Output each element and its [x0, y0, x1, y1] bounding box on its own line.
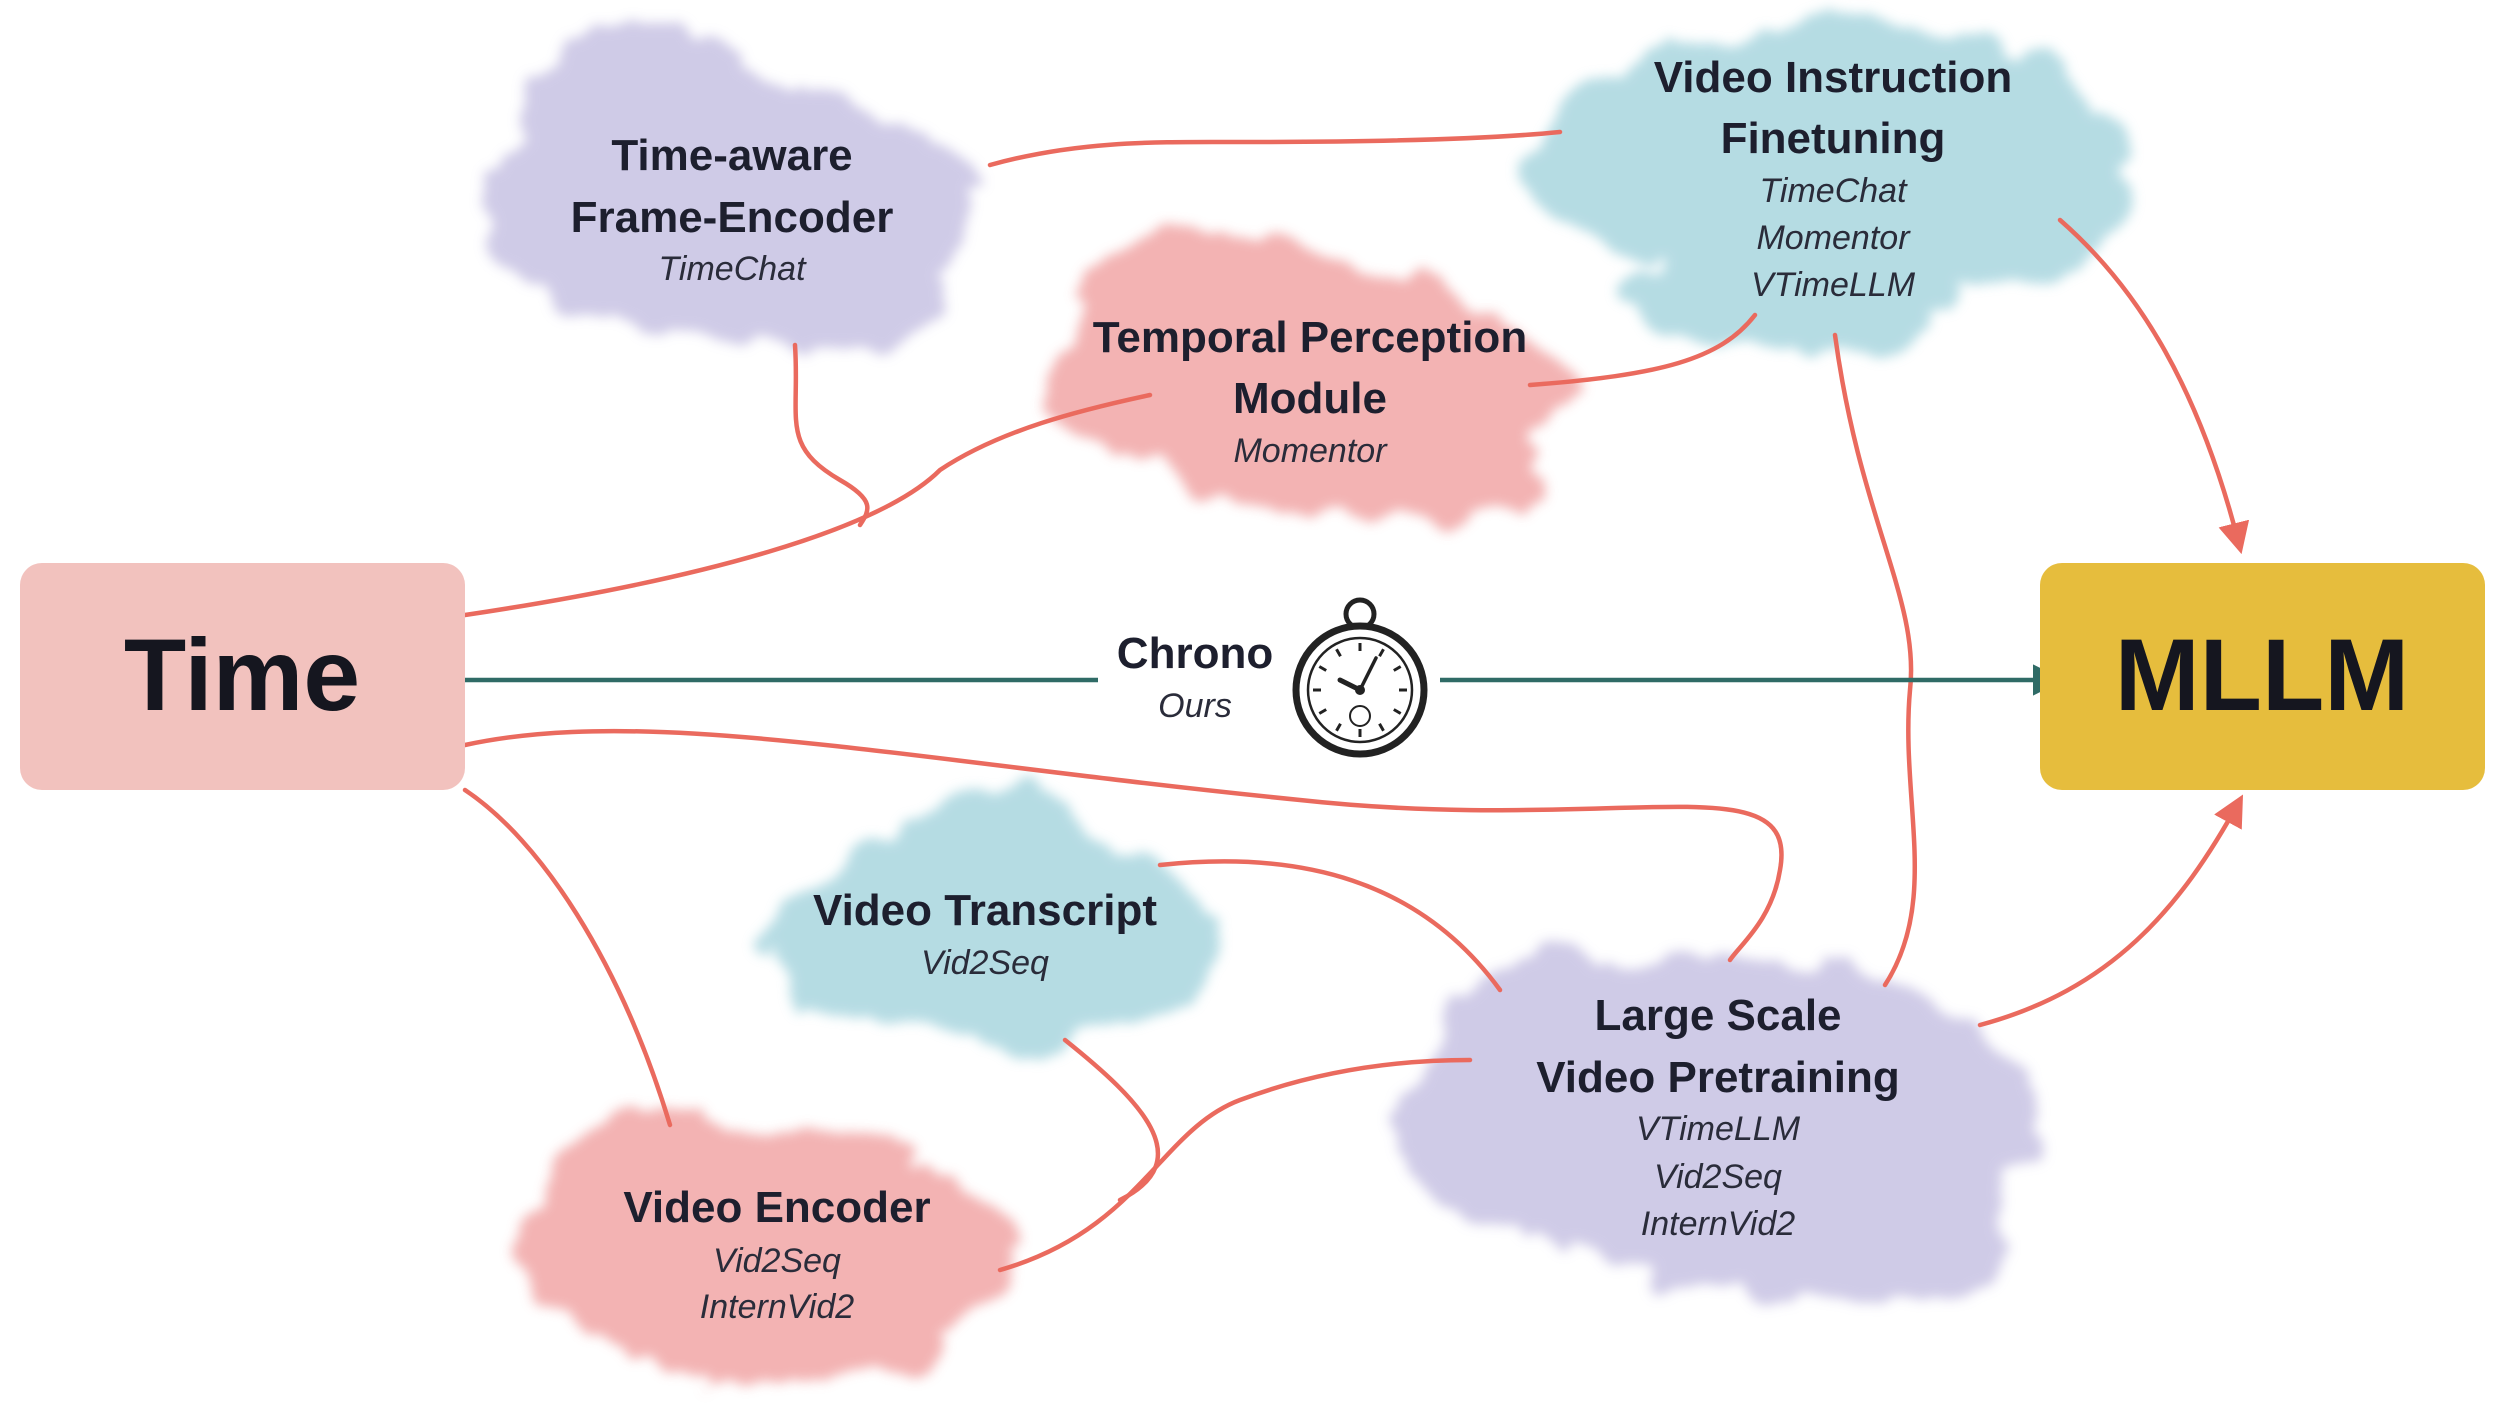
instruction-title-1: Video Instruction	[1654, 53, 2013, 102]
encoder-method-2: InternVid2	[700, 1288, 854, 1326]
instruction-method-1: TimeChat	[1759, 172, 1908, 210]
chrono-subtitle: Ours	[1158, 687, 1232, 725]
edge-time-to-pretraining	[462, 728, 1784, 963]
edge-pretraining-to-mllm	[1977, 794, 2244, 1028]
chrono-title: Chrono	[1117, 629, 1273, 678]
pretraining-method-2: Vid2Seq	[1654, 1158, 1782, 1196]
mllm-node: MLLM	[2040, 563, 2485, 790]
cloud-temporal-b	[1080, 230, 1320, 370]
edge-time-to-temporal	[462, 392, 1153, 618]
encoder-method-1: Vid2Seq	[713, 1242, 841, 1280]
edge-instruction-to-pretraining	[1832, 332, 1918, 988]
edges	[462, 129, 2250, 1273]
mllm-box	[2040, 563, 2485, 790]
cloud-transcript	[760, 790, 1220, 1045]
cloud-frame-encoder	[480, 30, 970, 350]
cloud-pretraining-c	[1710, 1170, 2010, 1310]
cloud-frame-encoder-b	[520, 30, 760, 190]
cloud-temporal	[1045, 230, 1565, 525]
pretraining-title-2: Video Pretraining	[1536, 1053, 1900, 1102]
time-label: Time	[124, 618, 360, 732]
cloud-instruction-c	[1910, 120, 2130, 280]
node-encoder: Video Encoder Vid2Seq InternVid2	[623, 1183, 930, 1326]
edge-transcript-to-encoder	[1062, 1037, 1161, 1203]
frame-encoder-method-1: TimeChat	[658, 250, 807, 288]
cloud-pretraining	[1410, 950, 2030, 1310]
cloud-transcript-a	[760, 825, 1220, 1045]
instruction-method-3: VTimeLLM	[1751, 266, 1916, 304]
edge-temporal-to-instruction	[1527, 312, 1758, 388]
edge-instruction-to-mllm	[2057, 217, 2250, 555]
chrono-label-group: Chrono Ours	[1117, 629, 1273, 725]
edge-transcript-to-pretraining	[1157, 859, 1503, 993]
time-node: Time	[20, 563, 465, 790]
edge-frame-encoder-to-instruction	[987, 129, 1563, 168]
frame-encoder-title-1: Time-aware	[611, 131, 852, 180]
node-instruction: Video Instruction Finetuning TimeChat Mo…	[1654, 53, 2013, 304]
pocket-watch-icon	[1292, 597, 1428, 758]
transcript-method-1: Vid2Seq	[921, 944, 1049, 982]
cloud-frame-encoder-c	[650, 230, 950, 350]
node-pretraining: Large Scale Video Pretraining VTimeLLM V…	[1536, 991, 1900, 1243]
time-box	[20, 563, 465, 790]
cloud-transcript-b	[880, 790, 1100, 900]
node-temporal: Temporal Perception Module Momentor	[1093, 313, 1527, 470]
pretraining-title-1: Large Scale	[1594, 991, 1841, 1040]
frame-encoder-title-2: Frame-Encoder	[571, 193, 894, 242]
cloud-encoder-b	[550, 1120, 810, 1250]
instruction-method-2: Momentor	[1756, 219, 1911, 257]
temporal-title-1: Temporal Perception	[1093, 313, 1527, 362]
mllm-label: MLLM	[2115, 618, 2410, 732]
instruction-title-2: Finetuning	[1721, 114, 1946, 163]
cloud-temporal-c	[1220, 415, 1540, 525]
temporal-title-2: Module	[1233, 374, 1387, 423]
pretraining-method-1: VTimeLLM	[1636, 1110, 1801, 1148]
cloud-encoder	[525, 1120, 1015, 1385]
edge-frame-encoder-to-temporal-junction	[792, 342, 870, 528]
node-frame-encoder: Time-aware Frame-Encoder TimeChat	[571, 131, 894, 288]
temporal-method-1: Momentor	[1233, 432, 1388, 470]
encoder-title-1: Video Encoder	[623, 1183, 930, 1232]
pretraining-method-3: InternVid2	[1641, 1205, 1795, 1243]
transcript-title-1: Video Transcript	[813, 886, 1157, 935]
cloud-pretraining-b	[1430, 950, 1770, 1130]
edge-time-to-encoder	[462, 787, 673, 1128]
cloud-instruction-b	[1630, 230, 1970, 350]
cloud-instruction	[1530, 25, 2130, 350]
cloud-encoder-c	[670, 1295, 950, 1385]
edge-encoder-to-pretraining	[997, 1057, 1473, 1273]
node-transcript: Video Transcript Vid2Seq	[813, 886, 1157, 982]
